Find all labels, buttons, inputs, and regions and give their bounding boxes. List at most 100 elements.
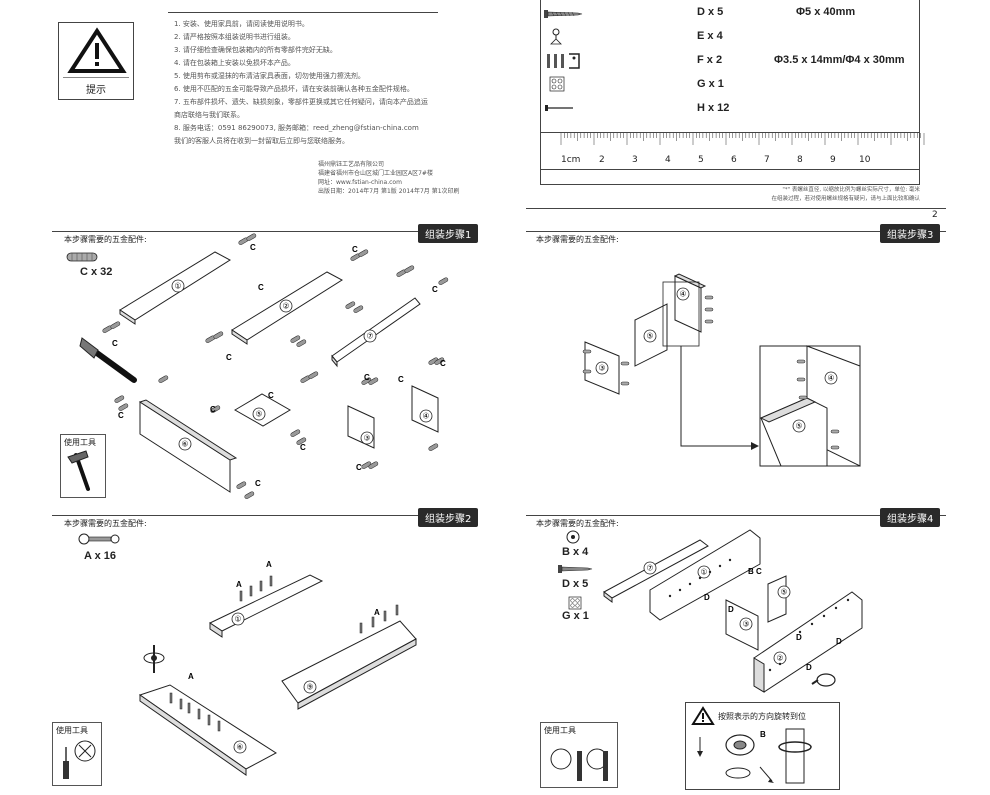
hardware-letter: C [300, 443, 306, 452]
ruler-ticks [560, 133, 925, 145]
hardware-name: F x 2 [697, 54, 723, 66]
dowel [796, 359, 806, 364]
step4-tool-title: 使用工具 [544, 726, 576, 735]
hardware-name: H x 12 [697, 102, 730, 114]
cam-bolt [207, 714, 211, 726]
part-label: ② [282, 302, 289, 311]
step1-rule [52, 231, 477, 232]
cam-bolt [371, 616, 375, 628]
part-label: ③ [742, 620, 749, 629]
step1-tool-title: 使用工具 [64, 438, 96, 447]
cam-rotate-icon [811, 673, 836, 687]
pre-drilled-hole [708, 570, 712, 574]
dowel [830, 445, 840, 450]
pre-drilled-hole [668, 594, 672, 598]
cam-bolt [249, 585, 253, 597]
step1-tab: 组装步骤1 [418, 224, 479, 243]
dowel [290, 335, 301, 343]
dowel [368, 377, 379, 385]
pre-drilled-hole [678, 588, 682, 592]
dowel [434, 357, 445, 365]
hardware-letter: D [796, 633, 802, 642]
step4-rule [526, 515, 946, 516]
ruler-tick-label: 6 [731, 155, 737, 165]
step2-tool-title: 使用工具 [56, 726, 88, 735]
note-line: 4. 请在包装箱上安装以免损坏本产品。 [174, 59, 295, 67]
ruler-tick-label: 3 [632, 155, 638, 165]
step2-tab: 组装步骤2 [418, 508, 479, 527]
hardware-letter: C [352, 245, 358, 254]
screwdriver-tool-icon [550, 748, 608, 781]
cam-bolt [169, 692, 173, 704]
hardware-letter: A [374, 608, 380, 617]
hardware-letter: C [226, 353, 232, 362]
dowel [428, 357, 439, 365]
hardware-letter: C [250, 243, 256, 252]
top-left-rule [168, 12, 438, 13]
hardware-letter: A [236, 580, 242, 589]
dowel [308, 371, 319, 379]
cam-b-label: B [760, 730, 766, 739]
warning-label: 提示 [86, 85, 106, 96]
step4-hardware-b: B x 4 [562, 546, 589, 558]
dowel [704, 295, 714, 300]
ruler-tick-label: 2 [599, 155, 605, 165]
part-label: ③ [363, 434, 370, 443]
cam-bolt-icon [78, 533, 120, 545]
cam-bolt [179, 698, 183, 710]
cam-detail-diagram: B [697, 728, 812, 784]
hammer-icon [79, 337, 137, 383]
bracket-icon [547, 53, 580, 69]
hardware-letter: D [704, 593, 710, 602]
step2-heading: 本步骤需要的五金配件: [64, 519, 147, 528]
hardware-name: G x 1 [697, 78, 724, 90]
dowel [438, 277, 449, 285]
note-line: 5. 使用剪布或湿抹的布清洁家具表面，切勿使用强力擦洗剂。 [174, 72, 365, 80]
dowel [404, 265, 415, 273]
hardware-letter: A [188, 672, 194, 681]
pre-drilled-hole [846, 598, 850, 602]
note-line: 商店联络与我们联系。 [174, 111, 244, 119]
warning-notes: 1. 安装、使用家具前，请阅读使用说明书。 2. 请严格按照本组装说明书进行组装… [174, 18, 439, 148]
dowel [361, 377, 372, 385]
company-info: 福州鼎钰工艺品有限公司 福建省福州市仓山区城门工业园区A区7#楼 网址：www.… [318, 160, 460, 196]
dowel [704, 319, 714, 324]
hardware-letter: C [432, 285, 438, 294]
dowel [353, 305, 364, 313]
hardware-list-frame [540, 0, 920, 185]
dowel [582, 369, 592, 374]
step4-tab: 组装步骤4 [880, 508, 941, 527]
note-line: 8. 服务电话：0591 86290073, 服务邮箱：reed_zheng@f… [174, 124, 419, 132]
part-label: ⑤ [255, 410, 262, 419]
cam-bolt [259, 580, 263, 592]
dowel [704, 307, 714, 312]
step1-hardware: C x 32 [80, 266, 113, 278]
dowel [358, 249, 369, 257]
part-label: ③ [598, 364, 605, 373]
dowel [110, 321, 121, 329]
hardware-letter: C [118, 411, 124, 420]
hook-icon [550, 28, 562, 45]
dowel [368, 461, 379, 469]
part-label: ⑥ [236, 743, 243, 752]
hardware-letter: B [748, 567, 754, 576]
dowel-icon [66, 252, 98, 262]
cam-bolt [269, 575, 273, 587]
ruler-tick-label: 7 [764, 155, 770, 165]
hardware-letter: C [440, 359, 446, 368]
pre-drilled-hole [728, 558, 732, 562]
ruler-note-line: "*" 表螺丝直径, 以缩放比例为螺丝实际尺寸，单位: 毫米 [782, 187, 920, 193]
screw-icon [558, 565, 593, 573]
ruler-note: "*" 表螺丝直径, 以缩放比例为螺丝实际尺寸，单位: 毫米 在组装过程，若对使… [760, 186, 920, 204]
cam-bolt [383, 610, 387, 622]
dowel [428, 443, 439, 451]
hardware-letter: A [266, 560, 272, 569]
dowel [582, 349, 592, 354]
step4-hardware-g: G x 1 [562, 610, 589, 622]
part-label: ① [174, 282, 181, 291]
ruler-tick-label: 10 [859, 155, 871, 165]
dowel [246, 233, 257, 241]
step3-rule [526, 231, 946, 232]
cam-bolt [217, 720, 221, 732]
dowel [296, 437, 307, 445]
